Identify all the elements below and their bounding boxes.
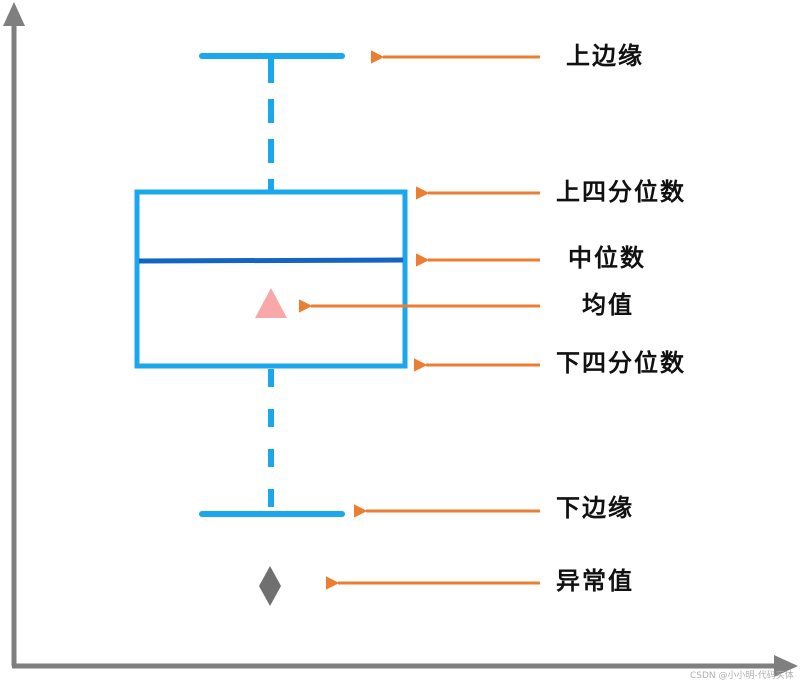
median-line <box>138 257 404 264</box>
y-axis-arrow-icon <box>3 2 25 26</box>
quartile-box <box>134 189 408 369</box>
axes <box>3 2 798 677</box>
label-lower-quartile: 下四分位数 <box>556 349 686 377</box>
outlier-diamond-icon <box>259 566 281 606</box>
annotation-arrows <box>298 50 540 590</box>
mean-triangle-icon <box>255 288 287 318</box>
label-lower-whisker: 下边缘 <box>556 494 634 522</box>
label-upper-quartile: 上四分位数 <box>556 178 686 206</box>
boxplot <box>134 53 408 606</box>
label-median: 中位数 <box>568 244 646 272</box>
label-mean: 均值 <box>582 291 634 319</box>
label-upper-whisker: 上边缘 <box>566 42 644 70</box>
x-axis-arrow-icon <box>774 655 798 677</box>
watermark: CSDN @小小明-代码实体 <box>690 671 794 681</box>
label-outlier: 异常值 <box>556 567 634 595</box>
